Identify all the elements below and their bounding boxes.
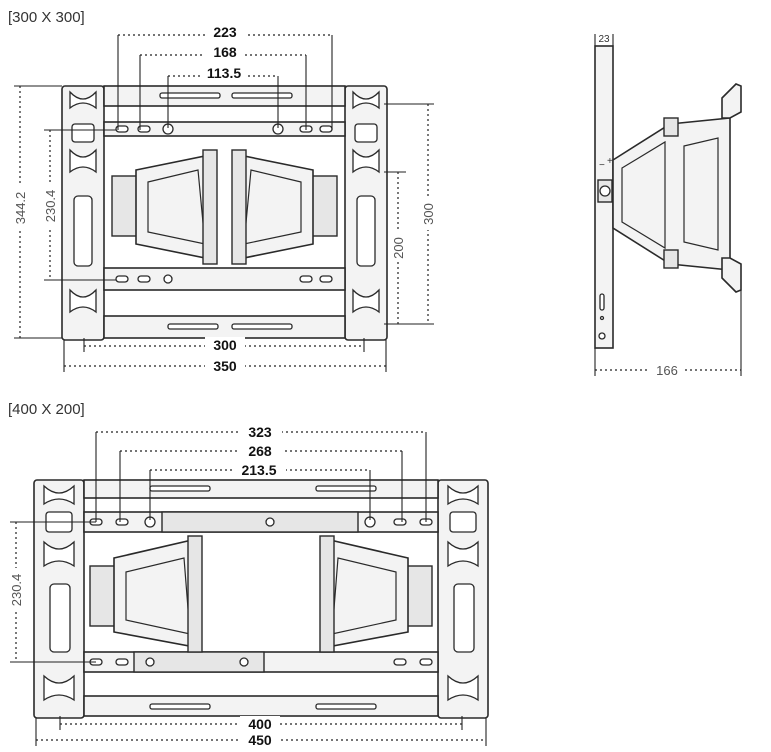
mount-hole [393,658,407,666]
lower-mount-bar [103,267,346,291]
top-bar-slot-right [231,92,293,99]
side-slot [599,293,605,311]
right-hinge-block [405,565,433,627]
mount-hole [115,518,129,526]
side-view: 23 − + 166 [594,34,742,378]
dim-label-450: 450 [248,732,272,748]
right-pivot-post [231,149,247,265]
left-rail-slot [71,123,95,143]
right-rail-slot [354,123,378,143]
left-rail-keyhole-bottom [69,288,97,314]
left-rail-keyhole-top [43,484,75,506]
bottom-cross-bar [103,315,346,339]
left-rail-long-slot [73,195,93,267]
bottom-bar-slot-right [231,323,293,330]
top-cross-bar [103,85,346,107]
bottom-bar-slot-right [315,703,377,710]
upper-mount-plate [161,511,359,533]
mount-hole [299,275,313,283]
left-rail-keyhole [43,540,75,568]
left-hinge-block [89,565,117,627]
mount-hole [239,657,249,667]
right-rail-keyhole [447,540,479,568]
dim-label-213-5: 213.5 [241,462,276,478]
dim-label-113-5: 113.5 [207,65,241,81]
right-rail-keyhole [352,148,380,174]
dim-label-300-right: 300 [421,203,436,225]
mount-hole [115,658,129,666]
top-bar-slot-left [149,485,211,492]
dim-label-323: 323 [248,424,272,440]
mount-hole [115,125,129,133]
side-bracket-top [721,83,742,119]
top-bar-slot-left [159,92,221,99]
bottom-bar-slot-left [167,323,219,330]
mount-hole [419,658,433,666]
mount-hole [265,517,275,527]
dim-label-350: 350 [213,358,237,374]
right-rail-long-slot [356,195,376,267]
right-rail-keyhole-top [447,484,479,506]
diagram2-header: [400 X 200] [8,401,85,418]
bottom-cross-bar [83,695,439,717]
dim-label-168: 168 [213,44,237,60]
diagram1-header: [300 X 300] [8,9,85,26]
side-bracket-bottom [721,257,742,293]
right-rail-long-slot [453,583,475,653]
mount-hole [319,125,333,133]
side-arm-assembly [612,117,731,271]
dim-label-300-bottom: 300 [213,337,237,353]
left-hinge-block [111,175,139,237]
tilt-knob-icon [599,185,611,197]
dim-label-23: 23 [598,34,610,45]
left-pivot-post [202,149,218,265]
dim-label-200: 200 [391,237,406,259]
right-rail-keyhole-bottom [352,288,380,314]
left-rail-keyhole-top [69,90,97,110]
mount-hole [393,518,407,526]
diagram-300x300: [300 X 300] [8,9,436,374]
right-rail-keyhole-bottom [447,674,479,702]
mount-hole [319,275,333,283]
side-pivot-bottom [663,249,679,269]
left-rail-keyhole-bottom [43,674,75,702]
mount-hole [137,125,151,133]
top-bar-slot-right [315,485,377,492]
right-pivot-post [319,535,335,653]
dim-label-344-2: 344.2 [13,192,28,225]
side-arm-cutout-left [621,140,666,250]
right-rail-slot [449,511,477,533]
right-rail-keyhole-top [352,90,380,110]
tilt-plus-label: + [607,156,613,167]
dim-label-230-4-top: 230.4 [43,190,58,223]
top-cross-bar [83,479,439,499]
side-pivot-top [663,117,679,137]
dim-label-230-4-bottom: 230.4 [9,574,24,607]
left-rail-keyhole [69,148,97,174]
dim-label-223: 223 [213,24,237,40]
mount-hole [163,274,173,284]
mount-hole [115,275,129,283]
bottom-bar-slot-left [149,703,211,710]
dim-label-166: 166 [656,363,678,378]
diagram-400x200: [400 X 200] [8,401,489,748]
side-arm-cutout-right [683,137,719,251]
dim-label-268: 268 [248,443,272,459]
dim-label-400: 400 [248,716,272,732]
mount-hole [145,657,155,667]
right-hinge-block [310,175,338,237]
mount-hole [137,275,151,283]
side-screw-icon [598,332,606,340]
left-rail-long-slot [49,583,71,653]
tilt-minus-label: − [599,160,605,171]
left-pivot-post [187,535,203,653]
